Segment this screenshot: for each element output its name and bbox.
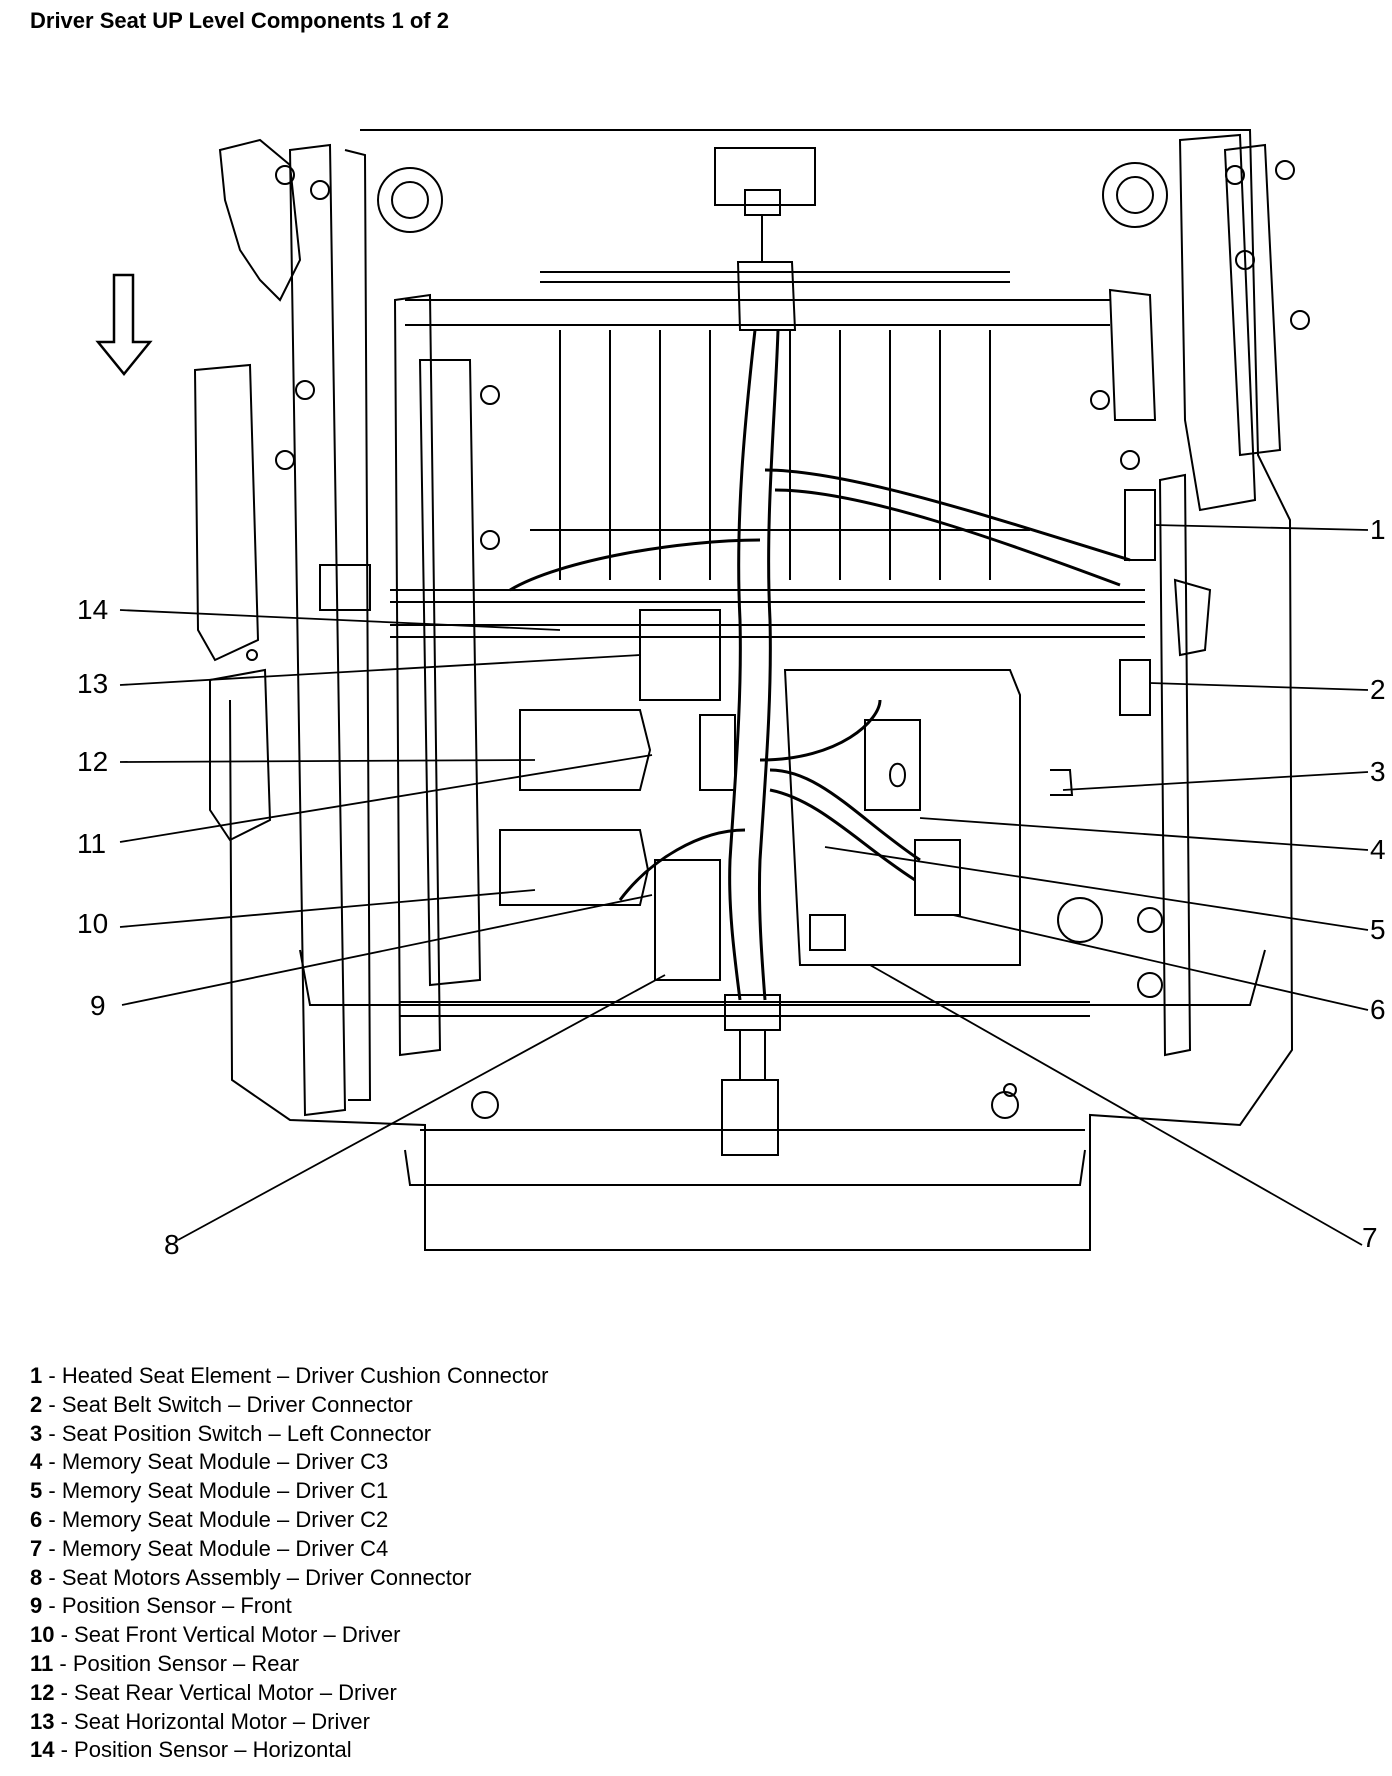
legend-item: 7 - Memory Seat Module – Driver C4: [30, 1535, 389, 1561]
memory-seat-module: [783, 669, 1021, 966]
component-legend: 1 - Heated Seat Element – Driver Cushion…: [30, 1362, 549, 1765]
seat-frame: [229, 129, 1294, 1251]
legend-item: 8 - Seat Motors Assembly – Driver Connec…: [30, 1564, 472, 1590]
callout-leader-lines: [119, 524, 1369, 1246]
legend-item: 6 - Memory Seat Module – Driver C2: [30, 1506, 389, 1532]
callout-1: 1: [1370, 514, 1386, 545]
legend-item: 5 - Memory Seat Module – Driver C1: [30, 1478, 389, 1504]
legend-item: 11 - Position Sensor – Rear: [30, 1650, 300, 1676]
callout-8: 8: [164, 1229, 180, 1260]
legend-item: 1 - Heated Seat Element – Driver Cushion…: [30, 1363, 549, 1388]
callout-5: 5: [1370, 914, 1386, 945]
down-arrow-icon: [95, 273, 153, 376]
legend-item: 13 - Seat Horizontal Motor – Driver: [30, 1708, 370, 1734]
right-seat-track: [1003, 133, 1310, 1097]
callout-10: 10: [77, 908, 109, 939]
legend-item: 12 - Seat Rear Vertical Motor – Driver: [30, 1679, 397, 1705]
callout-4: 4: [1370, 834, 1386, 865]
legend-item: 4 - Memory Seat Module – Driver C3: [30, 1449, 389, 1475]
callout-9: 9: [90, 990, 106, 1021]
callout-13: 13: [77, 668, 109, 699]
callout-7: 7: [1362, 1222, 1378, 1253]
legend-item: 14 - Position Sensor – Horizontal: [30, 1737, 352, 1763]
side-connectors: [471, 489, 1156, 1156]
wiring-harness: [509, 261, 1131, 1001]
callout-2: 2: [1370, 674, 1386, 705]
legend-item: 3 - Seat Position Switch – Left Connecto…: [30, 1420, 432, 1446]
left-seat-track: [193, 138, 500, 1117]
callout-12: 12: [77, 746, 109, 777]
page-title: Driver Seat UP Level Components 1 of 2: [30, 8, 449, 33]
legend-item: 9 - Position Sensor – Front: [30, 1593, 292, 1619]
legend-item: 2 - Seat Belt Switch – Driver Connector: [30, 1391, 413, 1417]
seat-motors-assembly: [499, 609, 736, 981]
seat-diagram: [95, 129, 1369, 1251]
rear-harness-connector: [714, 147, 816, 262]
callout-14: 14: [77, 594, 109, 625]
callout-11: 11: [77, 828, 107, 859]
legend-item: 10 - Seat Front Vertical Motor – Driver: [30, 1622, 401, 1648]
callout-3: 3: [1370, 756, 1386, 787]
callout-6: 6: [1370, 994, 1386, 1025]
